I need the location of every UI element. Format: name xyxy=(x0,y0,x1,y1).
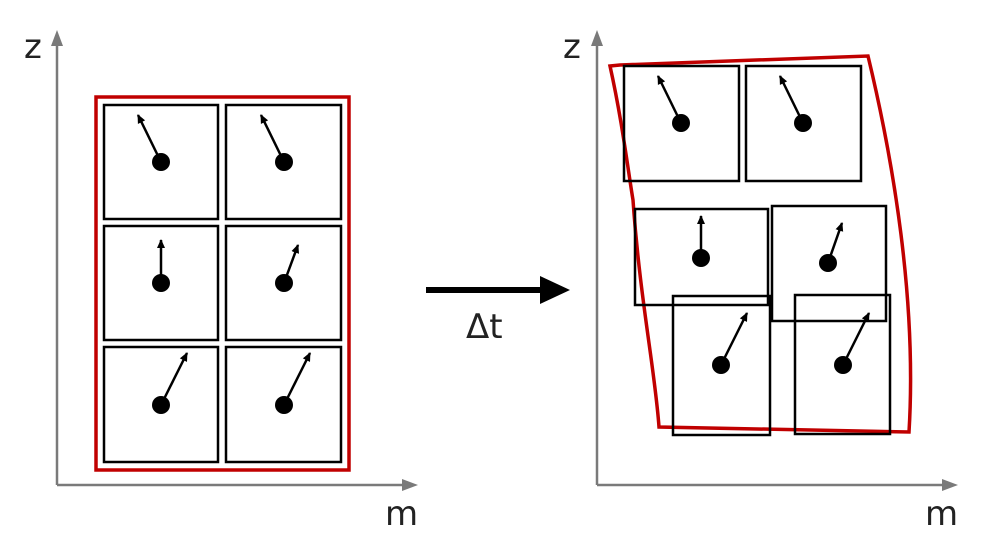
after-panel: z m xyxy=(563,27,958,534)
particle xyxy=(152,153,170,171)
momentum-arrow xyxy=(159,352,189,406)
momentum-arrow xyxy=(719,312,749,366)
z-axis-label: z xyxy=(563,27,581,67)
particle xyxy=(794,114,812,132)
cell xyxy=(102,224,220,342)
cell xyxy=(622,64,741,183)
time-step-transition: Δt xyxy=(426,276,570,347)
particle xyxy=(692,249,710,267)
cell xyxy=(633,207,770,307)
cell xyxy=(770,204,888,323)
z-axis-arrowhead xyxy=(51,30,63,46)
particle xyxy=(834,356,852,374)
cell xyxy=(793,293,892,436)
cell xyxy=(224,224,343,342)
cell xyxy=(744,64,863,183)
cell xyxy=(224,345,343,464)
phase-region-boundary xyxy=(94,95,351,472)
momentum-arrow xyxy=(282,352,312,406)
particle xyxy=(712,356,730,374)
particle xyxy=(275,153,293,171)
time-step-label: Δt xyxy=(466,307,503,347)
particle xyxy=(152,274,170,292)
z-axis-label: z xyxy=(24,27,42,67)
m-axis-arrowhead xyxy=(402,479,418,491)
particle xyxy=(275,396,293,414)
time-step-arrowhead xyxy=(540,276,570,304)
m-axis-label: m xyxy=(925,494,958,534)
particle xyxy=(672,114,690,132)
z-axis-arrowhead xyxy=(591,30,603,46)
phase-region-boundary xyxy=(607,54,913,434)
particle xyxy=(819,254,837,272)
cell xyxy=(224,103,343,221)
cell xyxy=(671,294,772,437)
momentum-arrow xyxy=(841,312,871,366)
particle xyxy=(275,274,293,292)
m-axis-arrowhead xyxy=(942,479,958,491)
cell xyxy=(102,345,220,464)
particle xyxy=(152,396,170,414)
cell xyxy=(102,103,220,221)
before-panel: z m xyxy=(24,27,418,534)
m-axis-label: m xyxy=(385,494,418,534)
